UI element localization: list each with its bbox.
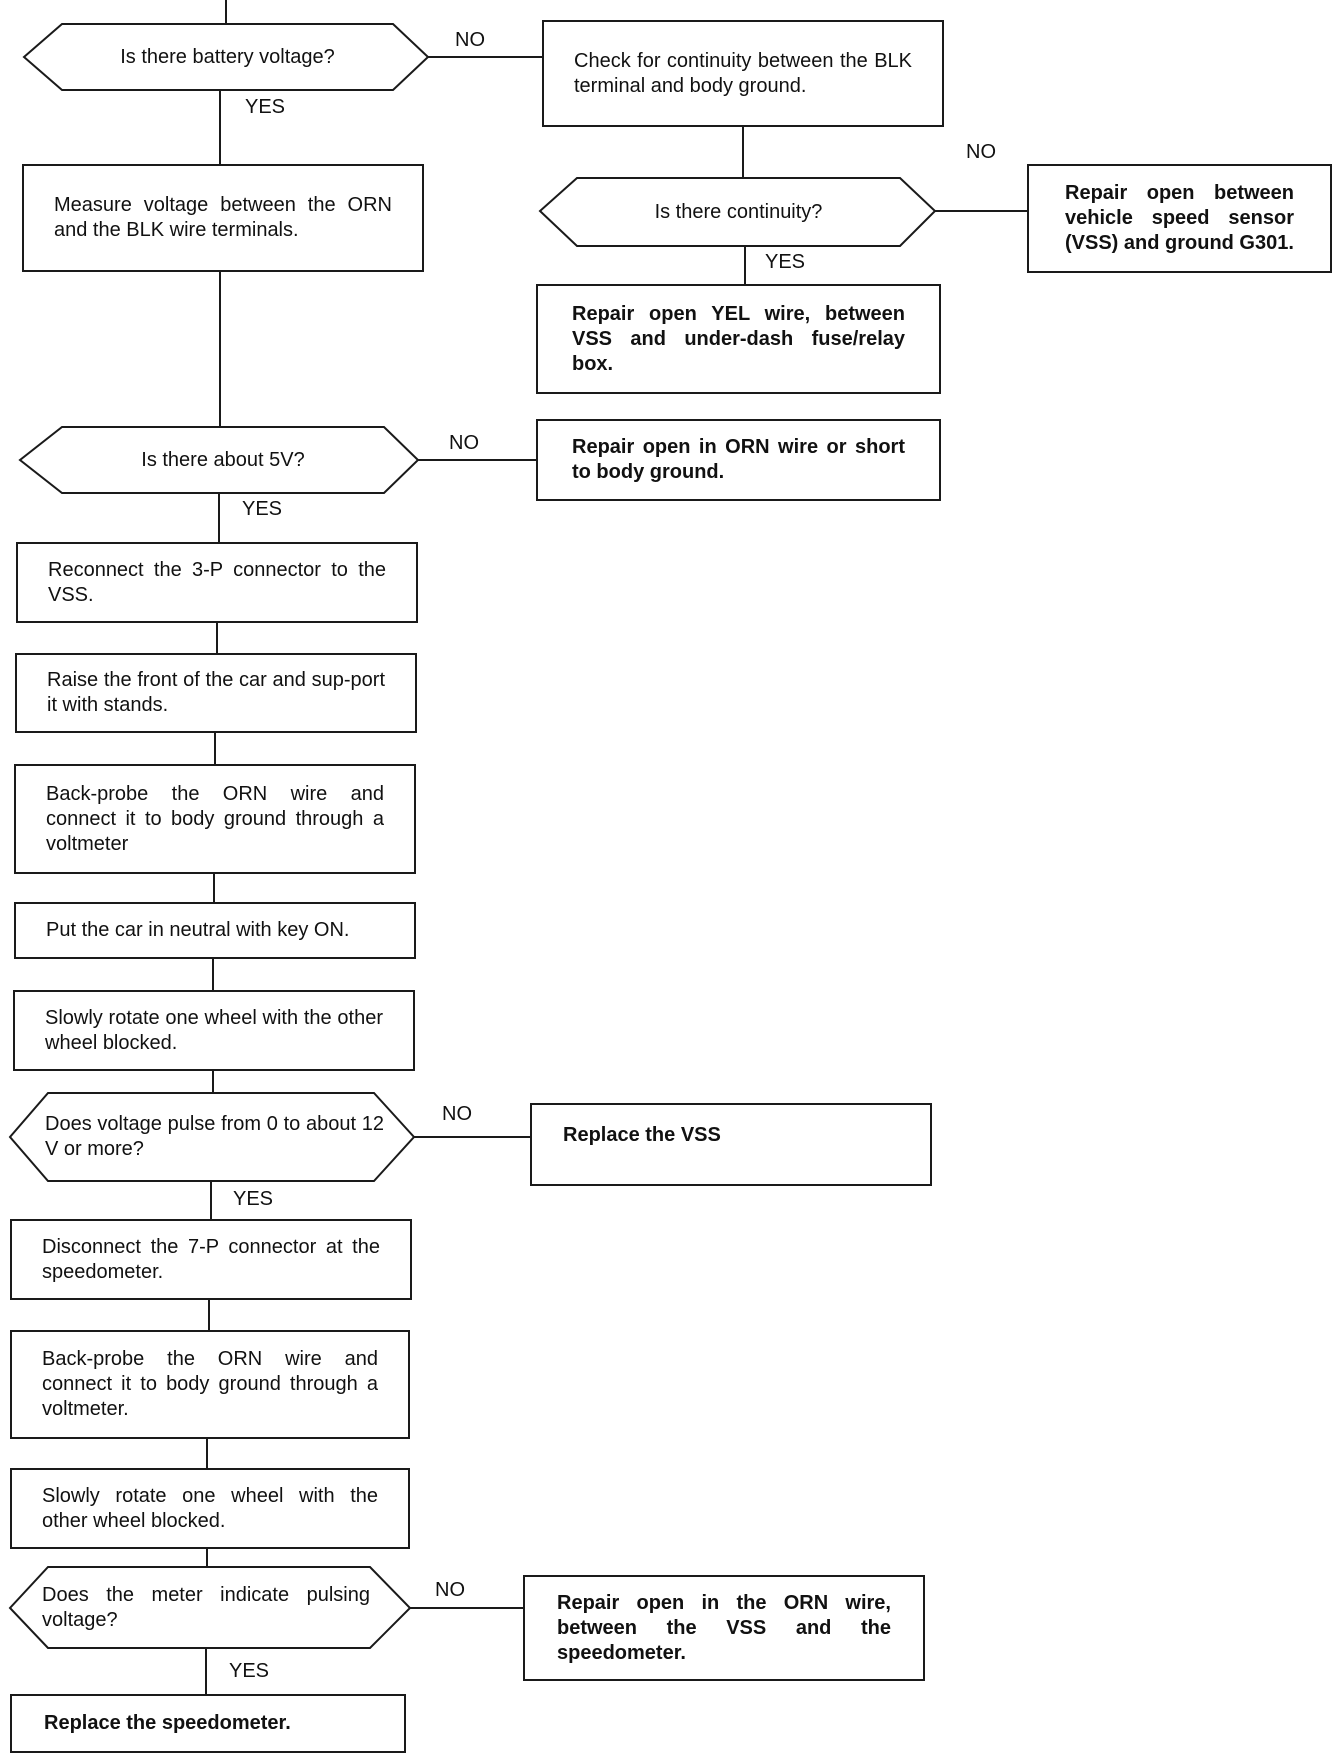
yes-label: YES bbox=[242, 498, 283, 520]
result-repair-open-vss-ground: Repair open between vehicle speed sensor… bbox=[1027, 164, 1332, 273]
no-label: NO bbox=[455, 29, 485, 51]
result-repair-open-orn-short: Repair open in ORN wire or short to body… bbox=[536, 419, 941, 501]
no-label: NO bbox=[966, 141, 996, 163]
step-rotate-wheel-1: Slowly rotate one wheel with the other w… bbox=[13, 990, 415, 1071]
decision-battery-voltage: Is there battery voltage? bbox=[120, 45, 335, 68]
yes-label: YES bbox=[245, 96, 286, 118]
no-label: NO bbox=[435, 1579, 465, 1601]
step-measure-voltage-orn-blk: Measure voltage between the ORN and the … bbox=[22, 164, 424, 272]
step-rotate-wheel-2: Slowly rotate one wheel with the other w… bbox=[10, 1468, 410, 1549]
yes-label: YES bbox=[229, 1660, 270, 1682]
yes-label: YES bbox=[765, 251, 806, 273]
decision-meter-pulsing: Does the meter indicate pulsing voltage? bbox=[42, 1583, 370, 1631]
decision-shape-5v bbox=[18, 426, 420, 494]
result-replace-speedometer: Replace the speedometer. bbox=[10, 1694, 406, 1753]
step-reconnect-3p: Reconnect the 3-P connector to the VSS. bbox=[16, 542, 418, 623]
decision-voltage-pulse: Does voltage pulse from 0 to about 12 V … bbox=[45, 1113, 384, 1160]
decision-about-5v: Is there about 5V? bbox=[141, 448, 305, 471]
decision-continuity: Is there continuity? bbox=[654, 200, 823, 223]
yes-label: YES bbox=[233, 1188, 274, 1210]
decision-shape-pulse bbox=[8, 1092, 416, 1182]
result-repair-open-yel-wire: Repair open YEL wire, between VSS and un… bbox=[536, 284, 941, 394]
decision-shape-continuity bbox=[538, 177, 937, 247]
decision-shape-battery bbox=[22, 23, 430, 91]
step-backprobe-orn-2: Back-probe the ORN wire and connect it t… bbox=[10, 1330, 410, 1439]
step-raise-car: Raise the front of the car and sup-port … bbox=[15, 653, 417, 733]
result-repair-open-orn-speedometer: Repair open in the ORN wire, between the… bbox=[523, 1575, 925, 1681]
result-replace-vss: Replace the VSS bbox=[530, 1103, 932, 1186]
no-label: NO bbox=[442, 1103, 472, 1125]
decision-shape-meter bbox=[8, 1566, 412, 1649]
step-neutral-key-on: Put the car in neutral with key ON. bbox=[14, 902, 416, 959]
step-backprobe-orn-1: Back-probe the ORN wire and connect it t… bbox=[14, 764, 416, 874]
no-label: NO bbox=[449, 432, 479, 454]
step-check-continuity-blk: Check for continuity between the BLK ter… bbox=[542, 20, 944, 127]
step-disconnect-7p: Disconnect the 7-P connector at the spee… bbox=[10, 1219, 412, 1300]
